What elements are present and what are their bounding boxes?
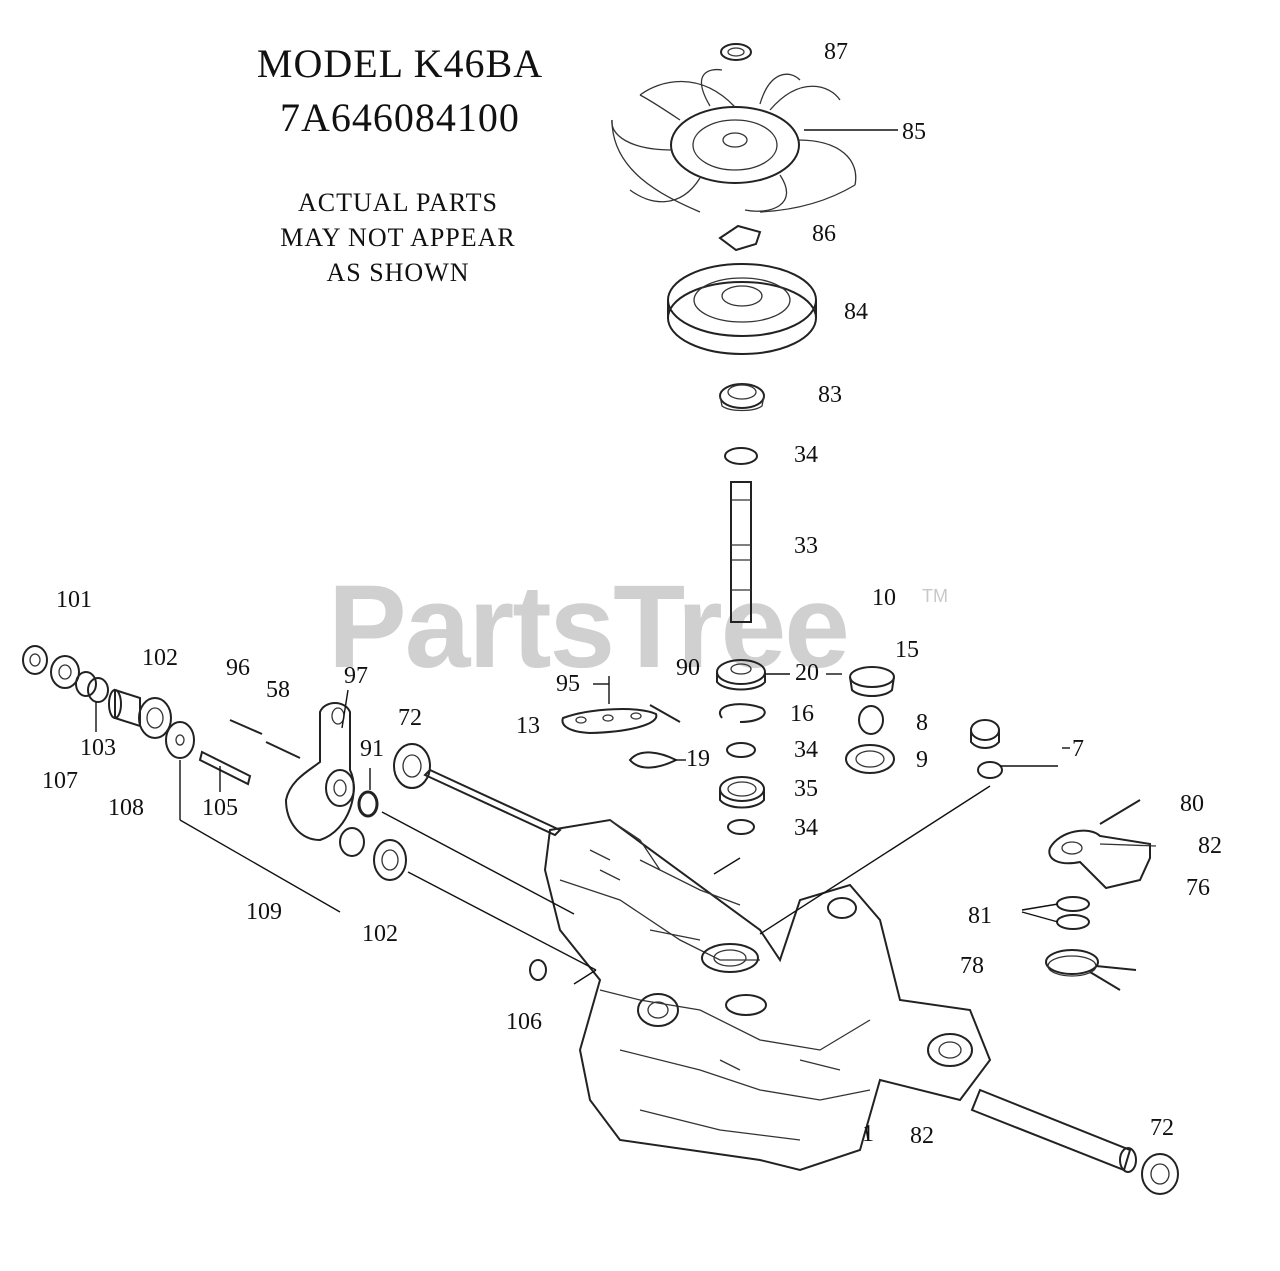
part-34-washer-mid <box>726 742 756 758</box>
transaxle-housing <box>423 768 992 1172</box>
callout-86[interactable]: 86 <box>812 221 836 247</box>
callout-90[interactable]: 90 <box>676 655 700 681</box>
part-87-ring <box>720 43 752 61</box>
callout-103[interactable]: 103 <box>80 735 116 761</box>
part-95-pin <box>649 704 681 723</box>
part-78-spring <box>1045 949 1137 991</box>
part-102-washer-left <box>50 655 80 689</box>
part-9-bearing <box>845 744 895 774</box>
callout-76[interactable]: 76 <box>1186 875 1210 901</box>
part-83-hub <box>719 383 765 412</box>
callout-34-low[interactable]: 34 <box>794 815 818 841</box>
part-105-bolt <box>198 750 252 786</box>
part-108-gear <box>138 697 172 739</box>
part-96-pin <box>229 719 263 735</box>
callout-58[interactable]: 58 <box>266 677 290 703</box>
part-80-pin <box>1099 799 1141 825</box>
callout-95[interactable]: 95 <box>556 671 580 697</box>
callout-91[interactable]: 91 <box>360 736 384 762</box>
callout-82-top[interactable]: 82 <box>1198 833 1222 859</box>
callout-106[interactable]: 106 <box>506 1009 542 1035</box>
watermark-trademark: TM <box>922 586 948 606</box>
part-15-cap <box>849 666 895 697</box>
part-35-bearing <box>719 776 765 809</box>
callout-1[interactable]: 1 <box>862 1121 874 1147</box>
model-part-number: 7A646084100 <box>280 95 520 140</box>
callout-102-top[interactable]: 102 <box>142 645 178 671</box>
callout-7[interactable]: 7 <box>1072 736 1084 762</box>
callout-16[interactable]: 16 <box>790 701 814 727</box>
callout-19[interactable]: 19 <box>686 746 710 772</box>
part-58-pin <box>265 741 301 759</box>
callout-78[interactable]: 78 <box>960 953 984 979</box>
model-title: MODEL K46BA <box>256 41 544 86</box>
callout-107[interactable]: 107 <box>42 768 78 794</box>
part-91-ring <box>357 790 379 818</box>
callout-101[interactable]: 101 <box>56 587 92 613</box>
part-19-clip <box>628 751 679 769</box>
callout-97[interactable]: 97 <box>344 663 368 689</box>
callout-85[interactable]: 85 <box>902 119 926 145</box>
part-86-key <box>718 224 762 252</box>
part-85-fan <box>611 68 857 213</box>
callout-34-mid[interactable]: 34 <box>794 737 818 763</box>
part-107-bushing <box>108 688 141 728</box>
callout-84[interactable]: 84 <box>844 299 868 325</box>
callout-109[interactable]: 109 <box>246 899 282 925</box>
part-20-bearing <box>716 659 766 691</box>
disclaimer-line-2: MAY NOT APPEAR <box>280 223 516 252</box>
callout-87[interactable]: 87 <box>824 39 848 65</box>
callout-35[interactable]: 35 <box>794 776 818 802</box>
callout-34-top[interactable]: 34 <box>794 442 818 468</box>
callout-81[interactable]: 81 <box>968 903 992 929</box>
part-109-washer <box>165 721 195 759</box>
callout-105[interactable]: 105 <box>202 795 238 821</box>
part-101-nut <box>22 645 48 675</box>
callout-33[interactable]: 33 <box>794 533 818 559</box>
part-102-washer-right <box>339 827 365 857</box>
part-81-orings <box>1056 896 1090 930</box>
callout-20[interactable]: 20 <box>795 660 819 686</box>
callout-10[interactable]: 10 <box>872 585 896 611</box>
part-34-washer-low <box>727 819 755 835</box>
part-76-arm <box>1048 829 1157 890</box>
part-8-seal <box>858 705 884 735</box>
disclaimer-line-1: ACTUAL PARTS <box>298 188 498 217</box>
part-7-valve <box>970 719 1003 779</box>
callout-13[interactable]: 13 <box>516 713 540 739</box>
callout-96[interactable]: 96 <box>226 655 250 681</box>
disclaimer-line-3: AS SHOWN <box>326 258 470 287</box>
callout-72-left[interactable]: 72 <box>398 705 422 731</box>
right-axle-shaft <box>970 1088 1137 1173</box>
part-84-pulley <box>667 263 817 355</box>
part-33-input-shaft <box>730 481 752 623</box>
part-34-washer-top <box>724 447 758 465</box>
callout-8[interactable]: 8 <box>916 710 928 736</box>
part-102-bushing-right <box>373 839 407 881</box>
part-13-plate <box>561 708 658 735</box>
part-16-snap-ring <box>719 703 766 723</box>
part-72-seal-right <box>1141 1153 1179 1195</box>
callout-83[interactable]: 83 <box>818 382 842 408</box>
callout-108[interactable]: 108 <box>108 795 144 821</box>
callout-15[interactable]: 15 <box>895 637 919 663</box>
callout-9[interactable]: 9 <box>916 747 928 773</box>
part-72-seal-left <box>393 743 431 789</box>
part-97-bracket <box>284 702 355 842</box>
part-103-spacers <box>75 671 109 703</box>
callout-72-right[interactable]: 72 <box>1150 1115 1174 1141</box>
leader-lines <box>95 129 1070 1141</box>
callout-102-bottom[interactable]: 102 <box>362 921 398 947</box>
part-106-ring <box>529 959 547 981</box>
callout-80[interactable]: 80 <box>1180 791 1204 817</box>
callout-82-bottom[interactable]: 82 <box>910 1123 934 1149</box>
